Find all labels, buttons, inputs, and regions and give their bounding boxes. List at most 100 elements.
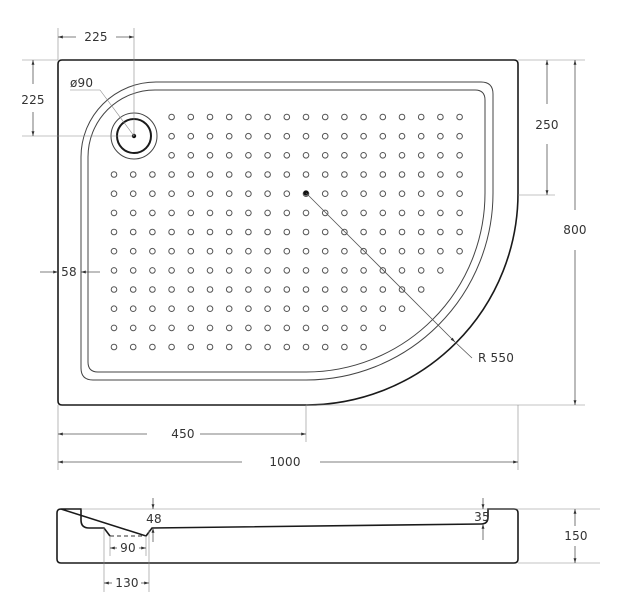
anti-slip-dot bbox=[206, 343, 214, 351]
anti-slip-dot bbox=[341, 343, 348, 351]
anti-slip-dot bbox=[168, 247, 175, 255]
dim-drain-offset-x-label: 225 bbox=[84, 30, 108, 44]
anti-slip-dot bbox=[264, 190, 271, 197]
anti-slip-dot bbox=[168, 209, 175, 217]
anti-slip-dot bbox=[360, 286, 367, 293]
anti-slip-dot bbox=[187, 305, 195, 313]
anti-slip-dot bbox=[379, 267, 387, 274]
anti-slip-dot bbox=[437, 267, 444, 274]
anti-slip-dot bbox=[206, 228, 214, 236]
anti-slip-dot bbox=[187, 228, 195, 236]
anti-slip-dot bbox=[341, 209, 348, 217]
anti-slip-dot bbox=[417, 113, 425, 121]
anti-slip-dot bbox=[129, 267, 137, 274]
anti-slip-dot bbox=[398, 305, 406, 313]
anti-slip-dot bbox=[379, 113, 387, 121]
anti-slip-dot bbox=[129, 190, 137, 197]
dim-drain-depth-label: 48 bbox=[146, 512, 162, 526]
anti-slip-dot bbox=[264, 305, 271, 313]
anti-slip-dot bbox=[379, 286, 387, 293]
anti-slip-dot bbox=[456, 171, 463, 178]
anti-slip-dot bbox=[149, 267, 156, 274]
anti-slip-dot bbox=[321, 228, 329, 236]
dim-rim-depth-right-label: 35 bbox=[474, 510, 490, 524]
anti-slip-dot bbox=[264, 113, 271, 121]
anti-slip-dot bbox=[456, 228, 463, 236]
anti-slip-dot bbox=[283, 267, 291, 274]
anti-slip-dot bbox=[398, 132, 406, 140]
anti-slip-dot bbox=[321, 324, 329, 332]
anti-slip-dot bbox=[456, 190, 463, 197]
anti-slip-dot bbox=[321, 343, 329, 351]
drain-leader-line bbox=[99, 89, 135, 137]
anti-slip-dot bbox=[110, 343, 118, 351]
anti-slip-dot bbox=[129, 171, 137, 178]
dim-straight-side-right-label: 250 bbox=[535, 118, 559, 132]
anti-slip-dot bbox=[379, 171, 387, 178]
dim-radius-label: R 550 bbox=[478, 351, 514, 365]
anti-slip-dot bbox=[360, 305, 367, 313]
anti-slip-dot bbox=[456, 152, 463, 159]
anti-slip-dot bbox=[225, 247, 233, 255]
anti-slip-dot bbox=[417, 286, 425, 293]
radius-leader-tail bbox=[454, 341, 473, 359]
anti-slip-dot bbox=[206, 267, 214, 274]
anti-slip-dot bbox=[302, 305, 310, 313]
anti-slip-dot bbox=[321, 190, 329, 197]
anti-slip-dot bbox=[187, 247, 195, 255]
anti-slip-dot bbox=[110, 228, 118, 236]
anti-slip-dot bbox=[321, 247, 329, 255]
anti-slip-dot bbox=[341, 152, 348, 159]
anti-slip-dot bbox=[283, 209, 291, 217]
anti-slip-dot bbox=[245, 324, 252, 332]
anti-slip-dot bbox=[168, 267, 175, 274]
anti-slip-dot bbox=[398, 152, 406, 159]
anti-slip-dot bbox=[129, 305, 137, 313]
anti-slip-dot bbox=[264, 324, 271, 332]
anti-slip-dot bbox=[168, 113, 175, 121]
anti-slip-dot bbox=[187, 267, 195, 274]
anti-slip-dot bbox=[360, 209, 367, 217]
anti-slip-dot bbox=[149, 190, 156, 197]
anti-slip-dot-grid bbox=[110, 113, 463, 351]
plan-view: R 550 ø90 225 225 58 250 800 bbox=[21, 28, 587, 470]
anti-slip-dot bbox=[302, 286, 310, 293]
anti-slip-dot bbox=[245, 132, 252, 140]
anti-slip-dot bbox=[360, 324, 367, 332]
anti-slip-dot bbox=[302, 247, 310, 255]
anti-slip-dot bbox=[187, 171, 195, 178]
anti-slip-dot bbox=[398, 209, 406, 217]
anti-slip-dot bbox=[321, 286, 329, 293]
anti-slip-dot bbox=[398, 190, 406, 197]
anti-slip-dot bbox=[110, 286, 118, 293]
anti-slip-dot bbox=[379, 228, 387, 236]
anti-slip-dot bbox=[302, 267, 310, 274]
anti-slip-dot bbox=[129, 324, 137, 332]
dim-drain-offset-y-label: 225 bbox=[21, 93, 45, 107]
anti-slip-dot bbox=[417, 228, 425, 236]
anti-slip-dot bbox=[437, 132, 444, 140]
anti-slip-dot bbox=[149, 228, 156, 236]
anti-slip-dot bbox=[341, 228, 348, 236]
anti-slip-dot bbox=[341, 132, 348, 140]
anti-slip-dot bbox=[379, 190, 387, 197]
dim-total-width-label: 1000 bbox=[269, 455, 300, 469]
anti-slip-dot bbox=[245, 190, 252, 197]
anti-slip-dot bbox=[398, 267, 406, 274]
anti-slip-dot bbox=[341, 324, 348, 332]
anti-slip-dot bbox=[187, 152, 195, 159]
anti-slip-dot bbox=[283, 190, 291, 197]
anti-slip-dot bbox=[187, 190, 195, 197]
anti-slip-dot bbox=[110, 171, 118, 178]
dim-drain-outer-width-label: 130 bbox=[115, 576, 139, 590]
anti-slip-dot bbox=[379, 247, 387, 255]
anti-slip-dot bbox=[245, 209, 252, 217]
anti-slip-dot bbox=[398, 247, 406, 255]
anti-slip-dot bbox=[321, 267, 329, 274]
anti-slip-dot bbox=[225, 209, 233, 217]
anti-slip-dot bbox=[360, 228, 367, 236]
dim-drain-inner-width-label: 90 bbox=[120, 541, 136, 555]
anti-slip-dot bbox=[302, 228, 310, 236]
anti-slip-dot bbox=[283, 171, 291, 178]
